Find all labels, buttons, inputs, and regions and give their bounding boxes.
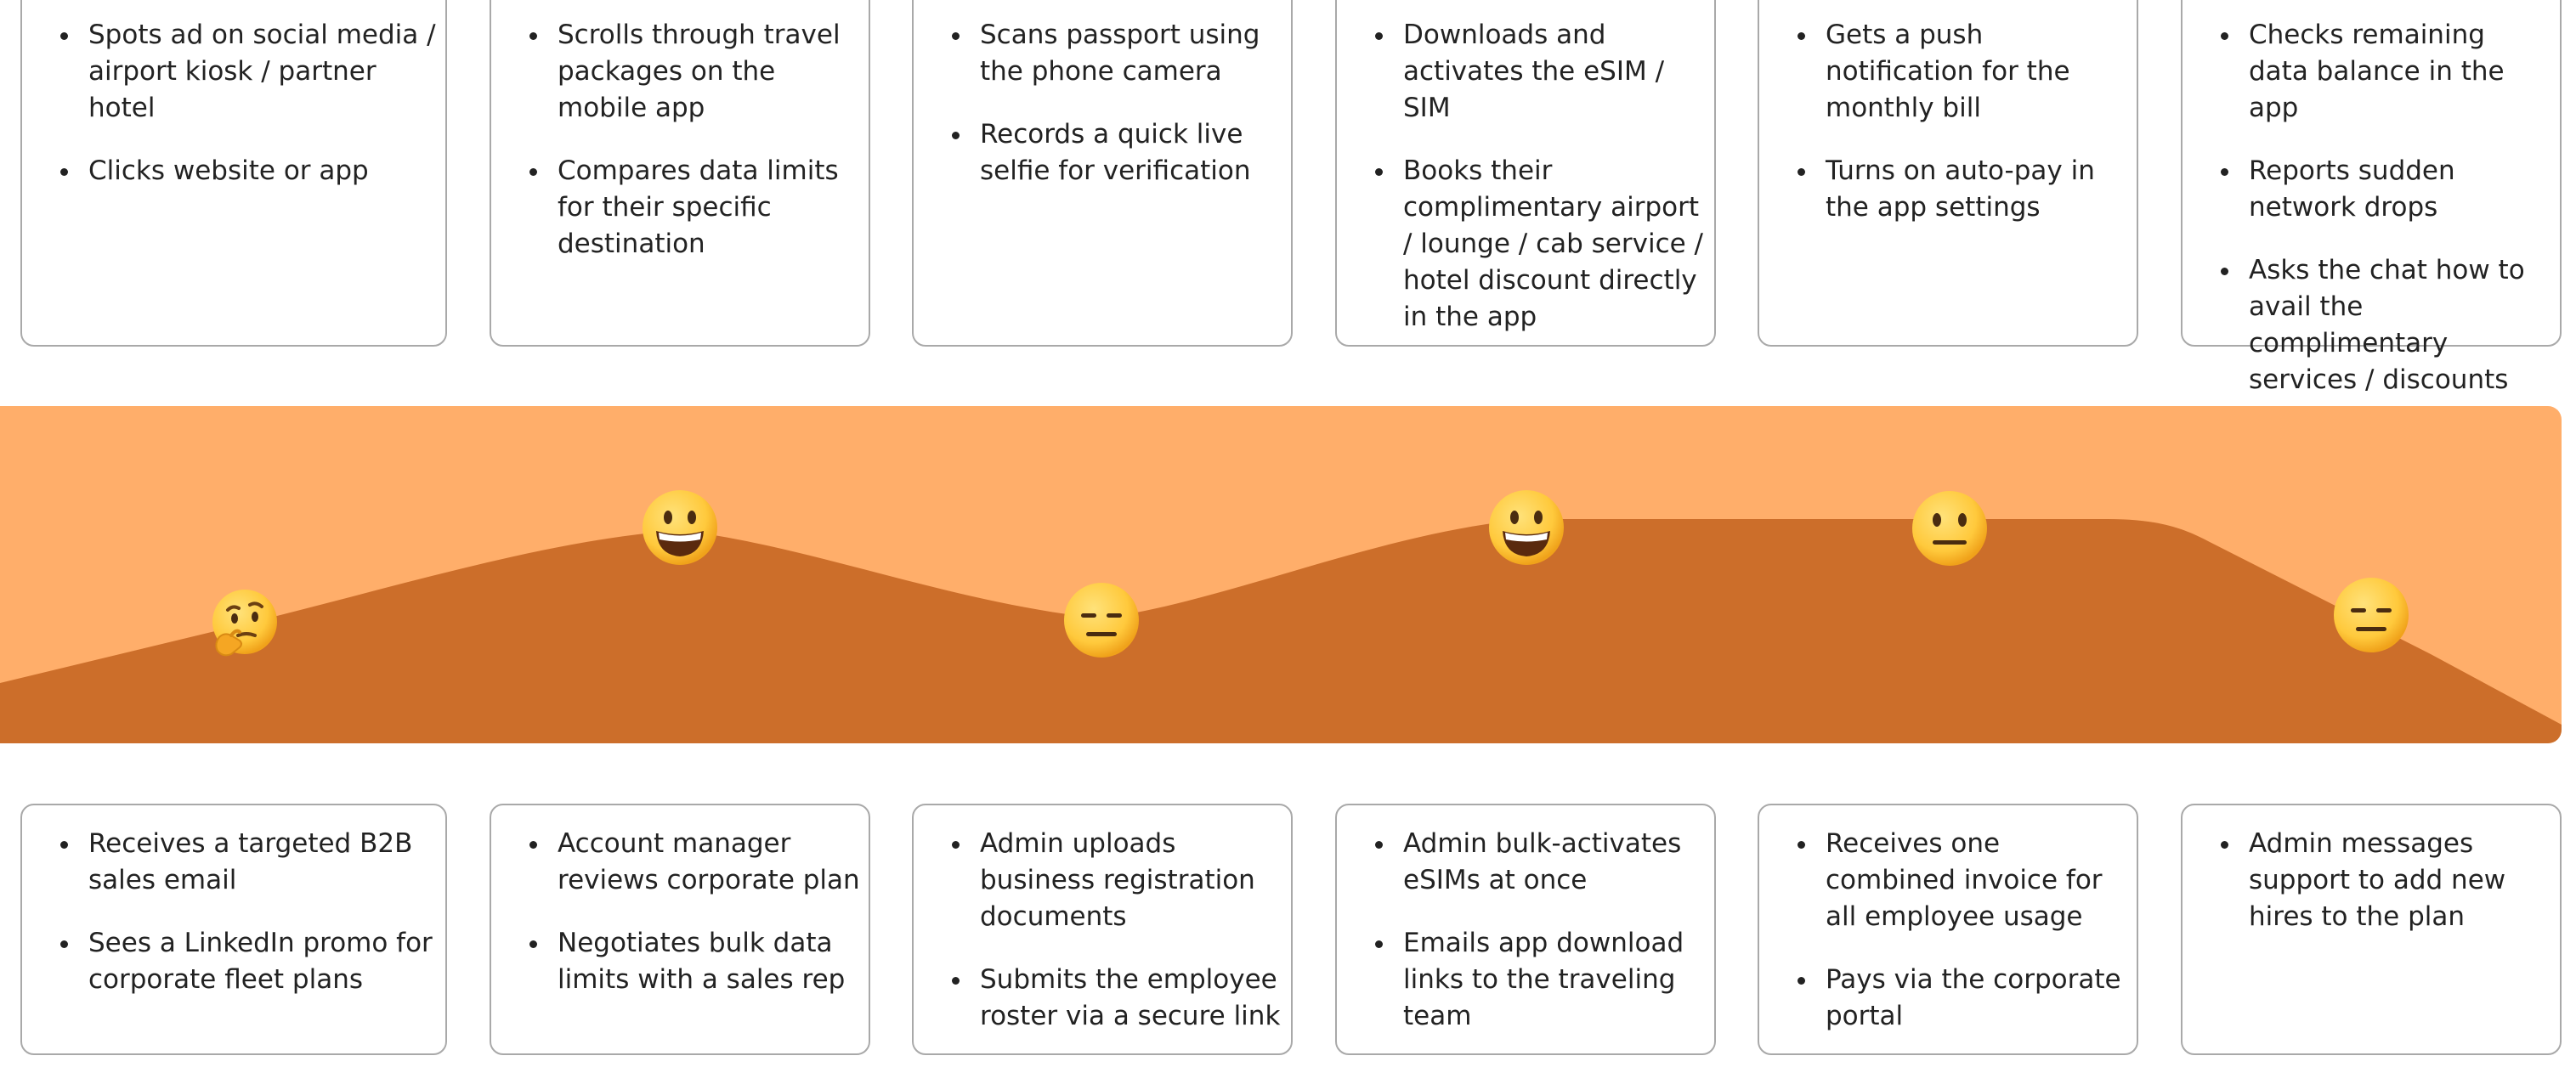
list-item: Records a quick live selfie for verifica… bbox=[973, 116, 1282, 189]
stage-1-bottom-list: Receives a targeted B2B sales email Sees… bbox=[31, 826, 437, 998]
list-item: Admin bulk-activates eSIMs at once bbox=[1396, 826, 1706, 899]
list-item: Pays via the corporate portal bbox=[1819, 962, 2128, 1035]
stage-2-bottom-list: Account manager reviews corporate plan N… bbox=[500, 826, 860, 998]
expressionless-face-icon bbox=[2330, 574, 2412, 656]
list-item: Downloads and activates the eSIM / SIM bbox=[1396, 17, 1706, 127]
stage-2-bottom-card: Account manager reviews corporate plan N… bbox=[490, 804, 870, 1055]
stage-1-top-card: Spots ad on social media / airport kiosk… bbox=[20, 0, 447, 347]
emotion-curve-band bbox=[0, 406, 2562, 743]
grinning-face-icon bbox=[639, 487, 721, 568]
stage-3-bottom-list: Admin uploads business registration docu… bbox=[922, 826, 1282, 1035]
thinking-face-icon bbox=[202, 584, 284, 666]
list-item: Receives one combined invoice for all em… bbox=[1819, 826, 2128, 935]
stage-2-top-card: Scrolls through travel packages on the m… bbox=[490, 0, 870, 347]
stage-1-top-list: Spots ad on social media / airport kiosk… bbox=[31, 17, 437, 189]
list-item: Receives a targeted B2B sales email bbox=[82, 826, 437, 899]
stage-4-top-list: Downloads and activates the eSIM / SIM B… bbox=[1345, 17, 1706, 336]
list-item: Scrolls through travel packages on the m… bbox=[551, 17, 860, 127]
list-item: Asks the chat how to avail the complimen… bbox=[2242, 252, 2551, 398]
emotion-curve-area bbox=[0, 519, 2562, 743]
list-item: Checks remaining data balance in the app bbox=[2242, 17, 2551, 127]
list-item: Gets a push notification for the monthly… bbox=[1819, 17, 2128, 127]
stage-5-top-card: Gets a push notification for the monthly… bbox=[1758, 0, 2138, 347]
stage-5-top-list: Gets a push notification for the monthly… bbox=[1768, 17, 2128, 226]
stage-6-bottom-list: Admin messages support to add new hires … bbox=[2191, 826, 2551, 935]
list-item: Books their complimentary airport / loun… bbox=[1396, 153, 1706, 336]
list-item: Sees a LinkedIn promo for corporate flee… bbox=[82, 925, 437, 998]
list-item: Negotiates bulk data limits with a sales… bbox=[551, 925, 860, 998]
list-item: Scans passport using the phone camera bbox=[973, 17, 1282, 90]
stage-6-bottom-card: Admin messages support to add new hires … bbox=[2181, 804, 2562, 1055]
stage-6-top-list: Checks remaining data balance in the app… bbox=[2191, 17, 2551, 398]
stage-5-bottom-list: Receives one combined invoice for all em… bbox=[1768, 826, 2128, 1035]
stage-1-bottom-card: Receives a targeted B2B sales email Sees… bbox=[20, 804, 447, 1055]
expressionless-face-icon bbox=[1061, 579, 1142, 661]
neutral-face-icon bbox=[1909, 488, 1990, 569]
stage-4-bottom-card: Admin bulk-activates eSIMs at once Email… bbox=[1335, 804, 1716, 1055]
emotion-curve-svg bbox=[0, 519, 2562, 743]
list-item: Spots ad on social media / airport kiosk… bbox=[82, 17, 437, 127]
stage-3-bottom-card: Admin uploads business registration docu… bbox=[912, 804, 1293, 1055]
list-item: Admin messages support to add new hires … bbox=[2242, 826, 2551, 935]
list-item: Compares data limits for their specific … bbox=[551, 153, 860, 263]
stage-3-top-list: Scans passport using the phone camera Re… bbox=[922, 17, 1282, 189]
list-item: Emails app download links to the traveli… bbox=[1396, 925, 1706, 1035]
list-item: Turns on auto-pay in the app settings bbox=[1819, 153, 2128, 226]
stage-6-top-card: Checks remaining data balance in the app… bbox=[2181, 0, 2562, 395]
stage-4-bottom-list: Admin bulk-activates eSIMs at once Email… bbox=[1345, 826, 1706, 1035]
stage-2-top-list: Scrolls through travel packages on the m… bbox=[500, 17, 860, 263]
list-item: Reports sudden network drops bbox=[2242, 153, 2551, 226]
stage-3-top-card: Scans passport using the phone camera Re… bbox=[912, 0, 1293, 347]
stage-5-bottom-card: Receives one combined invoice for all em… bbox=[1758, 804, 2138, 1055]
list-item: Clicks website or app bbox=[82, 153, 437, 189]
list-item: Submits the employee roster via a secure… bbox=[973, 962, 1282, 1035]
list-item: Admin uploads business registration docu… bbox=[973, 826, 1282, 935]
grinning-face-icon bbox=[1486, 487, 1567, 568]
list-item: Account manager reviews corporate plan bbox=[551, 826, 860, 899]
stage-4-top-card: Downloads and activates the eSIM / SIM B… bbox=[1335, 0, 1716, 347]
